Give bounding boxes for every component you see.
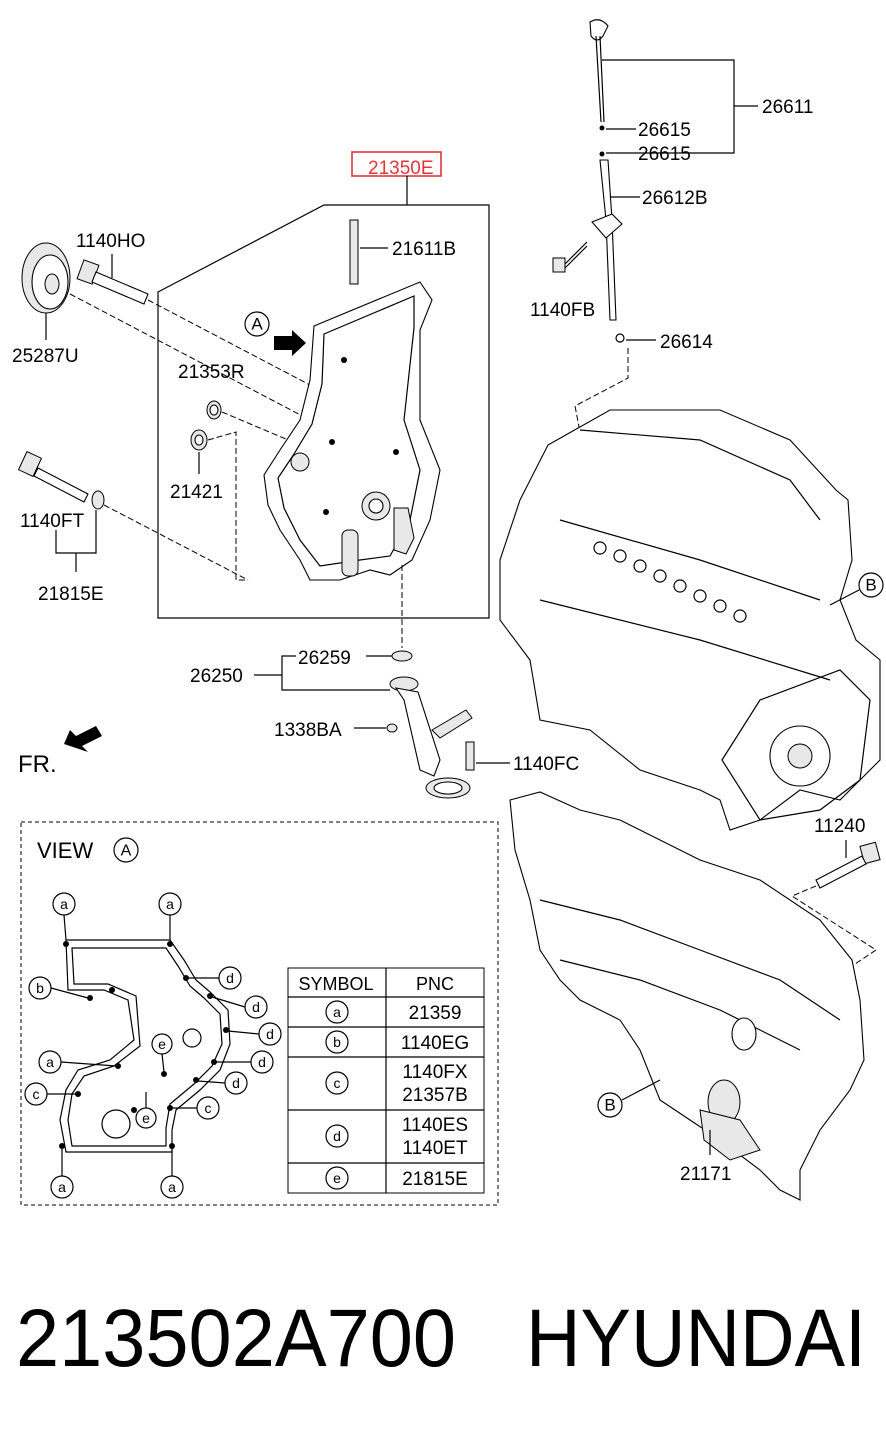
sym-a-2: a	[166, 896, 174, 912]
sym-a-3: a	[46, 1054, 54, 1070]
sym-d-4: d	[258, 1054, 266, 1070]
table-row-symbol-a: a	[333, 1004, 341, 1020]
view-a-cover-outline	[59, 939, 231, 1153]
bolt-1140FT-icon	[17, 450, 105, 510]
sym-b: b	[36, 980, 44, 996]
label-21171[interactable]: 21171	[680, 1164, 731, 1185]
seal-21353R-icon	[206, 400, 222, 420]
label-21353R[interactable]: 21353R	[178, 362, 245, 383]
callout-A-circle[interactable]	[244, 311, 270, 337]
table-row-pnc-d-1[interactable]: 1140ES	[402, 1115, 468, 1136]
label-11240[interactable]: 11240	[814, 816, 865, 837]
view-a-callouts: a a b d d d d d a e c e c a a	[24, 892, 282, 1199]
table-header-symbol: SYMBOL	[298, 974, 373, 994]
footer-brand: HYUNDAI	[526, 1293, 866, 1384]
table-row-pnc-d-2[interactable]: 1140ET	[402, 1138, 468, 1159]
callout-B-lower-circle[interactable]	[597, 1092, 623, 1118]
engine-block-icon	[499, 409, 881, 831]
table-row-pnc-a[interactable]: 21359	[409, 1003, 462, 1024]
view-a-title: VIEW	[37, 838, 93, 863]
label-25287U[interactable]: 25287U	[12, 346, 79, 367]
sym-d-3: d	[266, 1026, 274, 1042]
label-1140FB[interactable]: 1140FB	[530, 300, 595, 321]
callout-B-lower[interactable]: B	[604, 1096, 615, 1115]
highlight-box	[351, 151, 442, 177]
label-1140HO[interactable]: 1140HO	[76, 231, 145, 252]
bolt-11240-icon	[815, 841, 881, 889]
table-row-pnc-b[interactable]: 1140EG	[401, 1033, 469, 1054]
table-header-pnc: PNC	[416, 974, 454, 994]
sym-c-2: c	[205, 1100, 212, 1116]
table-row-symbol-e: e	[333, 1170, 341, 1186]
label-26615-upper[interactable]: 26615	[638, 120, 691, 141]
arrow-view-a-icon	[274, 330, 306, 356]
label-26250[interactable]: 26250	[190, 666, 243, 687]
sym-c-1: c	[33, 1086, 40, 1102]
label-26615-lower[interactable]: 26615	[638, 144, 691, 165]
fr-arrow-icon	[64, 726, 102, 752]
label-26612B[interactable]: 26612B	[642, 188, 708, 209]
table-row-pnc-c-2[interactable]: 21357B	[402, 1085, 468, 1106]
label-21611B[interactable]: 21611B	[392, 239, 456, 260]
view-a-title-callout: A	[121, 843, 132, 860]
callout-B-upper[interactable]: B	[865, 576, 876, 595]
sym-d-5: d	[232, 1075, 240, 1091]
bolt-1140HO-icon	[76, 259, 149, 305]
label-fr: FR.	[18, 751, 57, 778]
stud-21611B-icon	[349, 219, 359, 285]
gasket-21421-icon	[190, 429, 208, 451]
bolt-1140FB-icon	[552, 241, 588, 273]
sym-a-1: a	[60, 896, 68, 912]
table-row-pnc-c-1[interactable]: 1140FX	[402, 1062, 467, 1083]
symbol-pnc-table: SYMBOL PNC a 21359 b 1140EG c 1140FX 213…	[287, 967, 485, 1194]
label-21815E[interactable]: 21815E	[38, 584, 104, 605]
footer-part-number: 213502A700	[16, 1293, 456, 1384]
sym-e-1: e	[158, 1036, 166, 1052]
label-26614[interactable]: 26614	[660, 332, 713, 353]
view-a-box	[20, 821, 499, 1206]
oil-strainer-26250-icon	[386, 650, 475, 799]
table-row-symbol-c: c	[334, 1075, 341, 1091]
lower-case-icon	[509, 791, 865, 1201]
table-row-pnc-e[interactable]: 21815E	[402, 1169, 468, 1190]
label-1140FC[interactable]: 1140FC	[513, 754, 579, 775]
assembly-frame	[157, 204, 490, 619]
pulley-25287U-icon	[21, 242, 71, 314]
callout-A[interactable]: A	[251, 315, 263, 334]
label-21350E[interactable]: 21350E	[368, 158, 434, 179]
label-26259[interactable]: 26259	[298, 648, 351, 669]
label-1338BA[interactable]: 1338BA	[274, 720, 342, 741]
label-26611[interactable]: 26611	[762, 97, 813, 118]
table-row-symbol-b: b	[333, 1034, 341, 1050]
label-1140FT[interactable]: 1140FT	[20, 511, 84, 532]
table-row-symbol-d: d	[333, 1128, 341, 1144]
sym-a-4: a	[58, 1179, 66, 1195]
timing-cover-21350E-icon	[263, 281, 441, 581]
label-21421[interactable]: 21421	[170, 482, 223, 503]
sym-a-5: a	[168, 1179, 176, 1195]
sym-e-2: e	[142, 1110, 150, 1126]
callout-B-upper-circle[interactable]	[858, 572, 884, 598]
dipstick-icon	[589, 19, 625, 343]
sym-d-2: d	[252, 999, 260, 1015]
sym-d-1: d	[226, 970, 234, 986]
